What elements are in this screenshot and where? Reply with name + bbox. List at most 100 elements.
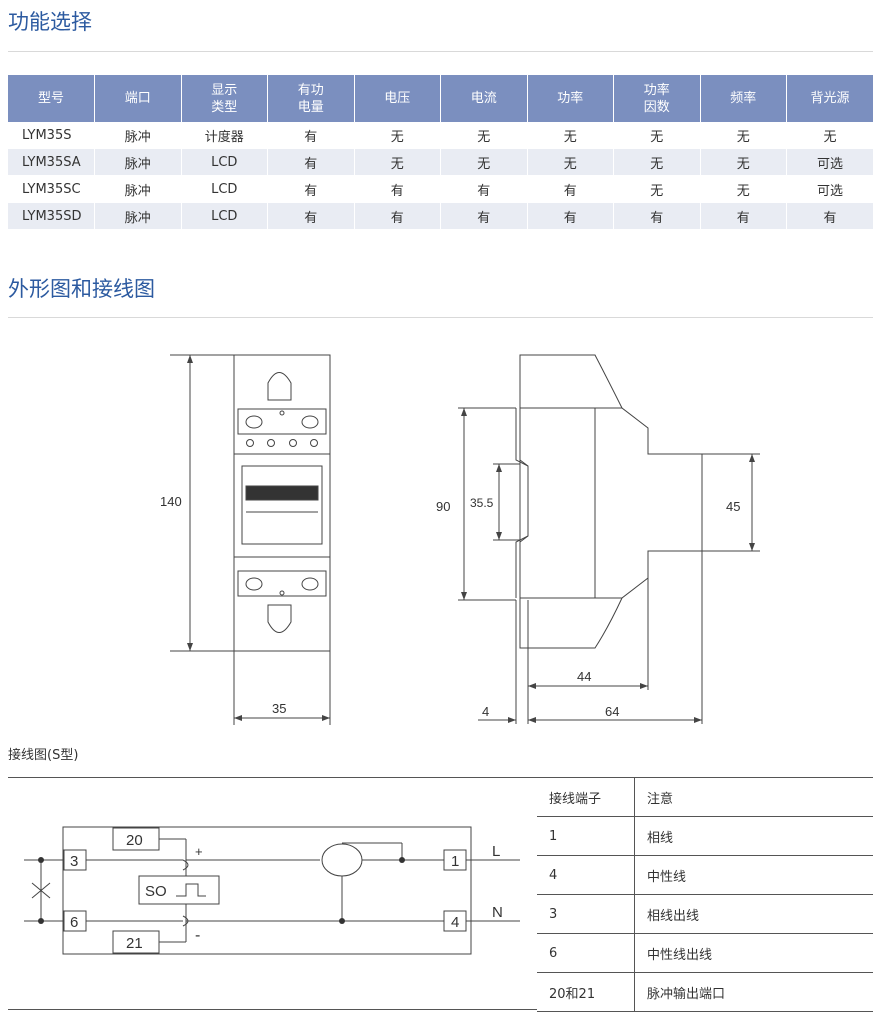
dim-rail: 35.5: [470, 496, 494, 510]
terminal-21: 21: [126, 935, 143, 952]
terminal-4: 4: [451, 914, 459, 931]
dim-depth: 64: [605, 704, 619, 719]
terminal-cell: 20和21: [537, 972, 635, 1012]
spec-cell: 计度器: [181, 122, 268, 149]
wiring-label: 接线图(S型): [8, 748, 79, 763]
spec-cell: 无: [440, 122, 528, 149]
line-L: L: [492, 843, 500, 860]
spec-cell: 无: [786, 122, 873, 149]
top-terminal-block: [237, 408, 327, 435]
spec-cell: 脉冲: [94, 175, 182, 203]
spec-cell: 无: [700, 148, 787, 176]
spec-header-cell: 有功电量: [267, 75, 355, 122]
spec-cell: 脉冲: [94, 202, 182, 230]
spec-header-cell: 端口: [94, 75, 182, 122]
spec-cell: 无: [613, 122, 701, 149]
spec-cell: 有: [267, 122, 355, 149]
dim-width: 35: [272, 701, 286, 716]
terminal-20: 20: [126, 832, 143, 849]
terminal-6: 6: [70, 914, 78, 931]
dim-step: 45: [726, 499, 740, 514]
dim-offset: 4: [482, 704, 489, 719]
dim-depth-top: 44: [577, 669, 591, 684]
dim-side-height: 90: [436, 499, 450, 514]
spec-cell: 有: [527, 175, 614, 203]
spec-header-row: 型号 端口显示类型有功电量电压电流 功率 功率因数 频率 背光源: [8, 75, 873, 122]
spec-cell: 脉冲: [94, 148, 182, 176]
terminal-cell: 脉冲输出端口: [634, 972, 873, 1012]
spec-header-cell: 显示类型: [181, 75, 268, 122]
terminal-cell: 6: [537, 933, 635, 973]
line-N: N: [492, 904, 503, 921]
bottom-clip: [267, 604, 292, 633]
terminal-cell: 相线出线: [634, 894, 873, 934]
spec-cell: 有: [354, 175, 441, 203]
spec-header-line: 因数: [643, 99, 670, 115]
spec-cell: 有: [354, 202, 441, 230]
spec-cell: 无: [613, 148, 701, 176]
terminal-cell: 3: [537, 894, 635, 934]
terminal-cell: 注意: [634, 777, 873, 817]
spec-cell: LYM35S: [8, 122, 95, 149]
spec-cell: 无: [440, 148, 528, 176]
spec-cell: LCD: [181, 175, 268, 203]
wiring-diagram: 20 3 6 21 1 4 SO + - L N: [24, 826, 520, 955]
terminal-cell: 中性线出线: [634, 933, 873, 973]
minus-sign: -: [195, 927, 200, 944]
spec-cell: 有: [267, 148, 355, 176]
spec-cell: 无: [700, 122, 787, 149]
spec-cell: LYM35SA: [8, 148, 95, 176]
dim-height: 140: [160, 494, 182, 509]
spec-cell: 有: [527, 202, 614, 230]
terminal-1: 1: [451, 853, 459, 870]
outline-title: 外形图和接线图: [8, 277, 155, 301]
spec-header-cell: 频率: [700, 75, 787, 122]
spec-cell: 可选: [786, 175, 873, 203]
spec-header-cell: 电流: [440, 75, 528, 122]
wiring-frame: [8, 777, 537, 1010]
spec-header-line: 有功: [297, 82, 324, 98]
terminal-3: 3: [70, 853, 78, 870]
spec-cell: 无: [527, 148, 614, 176]
spec-header-line: 显示: [211, 82, 238, 98]
spec-header-cell: 背光源: [786, 75, 873, 122]
top-clip: [267, 372, 292, 401]
spec-header-line: 功率: [557, 91, 584, 106]
spec-header-line: 背光源: [810, 91, 850, 106]
terminal-header-row: 接线端子注意: [537, 777, 873, 817]
terminal-cell: 相线: [634, 816, 873, 856]
spec-cell: 有: [786, 202, 873, 230]
terminal-cell: 中性线: [634, 855, 873, 895]
spec-header-line: 型号: [37, 91, 64, 106]
spec-header-cell: 电压: [354, 75, 441, 122]
spec-cell: 无: [527, 122, 614, 149]
terminal-cell: 1: [537, 816, 635, 856]
spec-cell: LYM35SC: [8, 175, 95, 203]
outline-drawing: 140 35 90 35.5 45 44 4 64: [160, 354, 760, 725]
spec-cell: 可选: [786, 148, 873, 176]
outline-rule: [8, 317, 873, 318]
spec-cell: 有: [440, 175, 528, 203]
plus-sign: +: [195, 844, 203, 859]
spec-cell: 有: [613, 202, 701, 230]
display-window: [241, 465, 323, 545]
terminal-cell: 4: [537, 855, 635, 895]
spec-cell: LCD: [181, 148, 268, 176]
spec-header-line: 频率: [730, 91, 757, 106]
spec-cell: 无: [613, 175, 701, 203]
side-body: [519, 354, 703, 649]
spec-cell: 有: [267, 175, 355, 203]
spec-header-cell: 功率因数: [613, 75, 701, 122]
